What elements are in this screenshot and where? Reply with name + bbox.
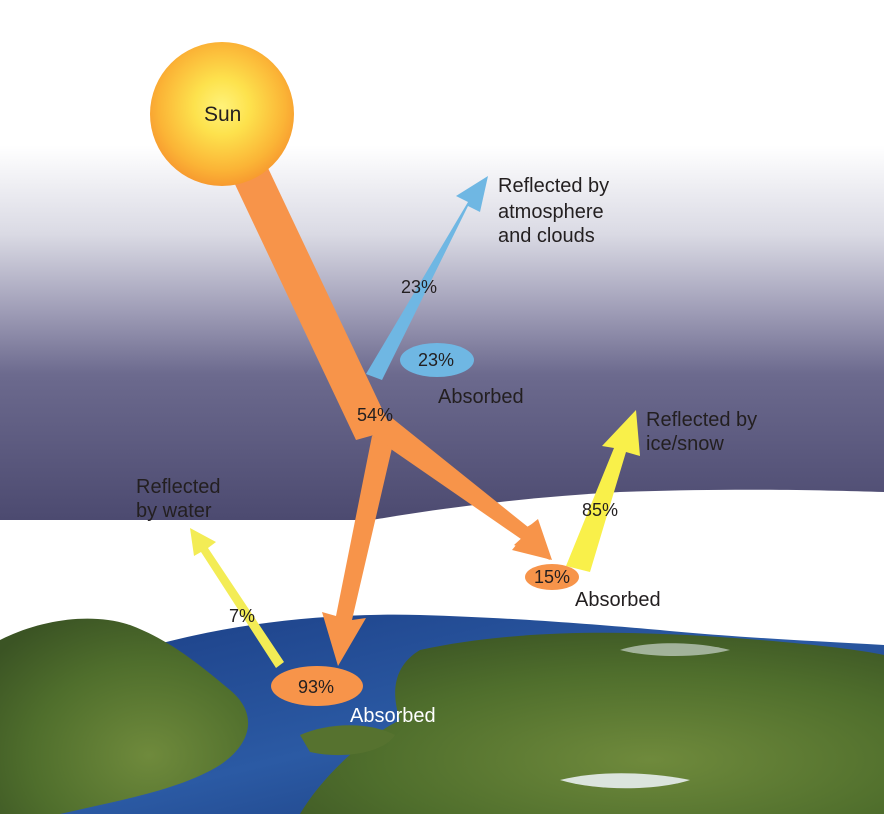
sky-background: [0, 0, 884, 520]
atmosphere-absorbed-ellipse: [400, 343, 474, 377]
atmosphere-absorbed-label: Absorbed: [438, 386, 524, 408]
ice-absorbed-label: Absorbed: [575, 589, 661, 611]
atmosphere-reflected-label-line1: Reflected by: [498, 175, 610, 197]
snow-patch: [560, 773, 690, 789]
atmosphere-absorbed-pct: 23%: [418, 350, 455, 370]
ice-absorbed-ellipse: [525, 564, 579, 590]
ice-reflected-label-line2: ice/snow: [646, 433, 724, 455]
land-area-left: [0, 618, 249, 814]
water-reflected-pct: 7%: [229, 606, 256, 626]
atmosphere-reflected-arrow: [366, 176, 488, 380]
ice-reflected-pct: 85%: [582, 500, 619, 520]
water-absorbed-ellipse: [271, 666, 363, 706]
water-absorbed-pct: 93%: [298, 677, 335, 697]
atmosphere-reflected-pct: 23%: [401, 277, 438, 297]
atmosphere-reflected-label-line2: atmosphere: [498, 201, 604, 223]
sun: [150, 42, 294, 186]
water-reflected-arrow: [190, 528, 284, 668]
land-area-right: [300, 632, 884, 814]
sun-label: Sun: [204, 103, 242, 126]
water-absorbed-label: Absorbed: [350, 705, 436, 727]
incoming-arrow-to-water: [322, 436, 392, 666]
ice-reflected-arrow: [566, 410, 640, 572]
incoming-arrow-ice-head: [372, 418, 552, 560]
island: [300, 725, 395, 756]
water-reflected-label-line1: Reflected: [136, 476, 221, 498]
ice-absorbed-pct: 15%: [534, 567, 571, 587]
snow-patch: [620, 643, 730, 656]
surface-pct-label: 54%: [357, 405, 394, 425]
atmosphere-reflected-label-line3: and clouds: [498, 225, 595, 247]
ice-reflected-label-line1: Reflected by: [646, 409, 758, 431]
incoming-arrow-trunk: [232, 168, 392, 440]
water-reflected-label-line2: by water: [136, 500, 212, 522]
